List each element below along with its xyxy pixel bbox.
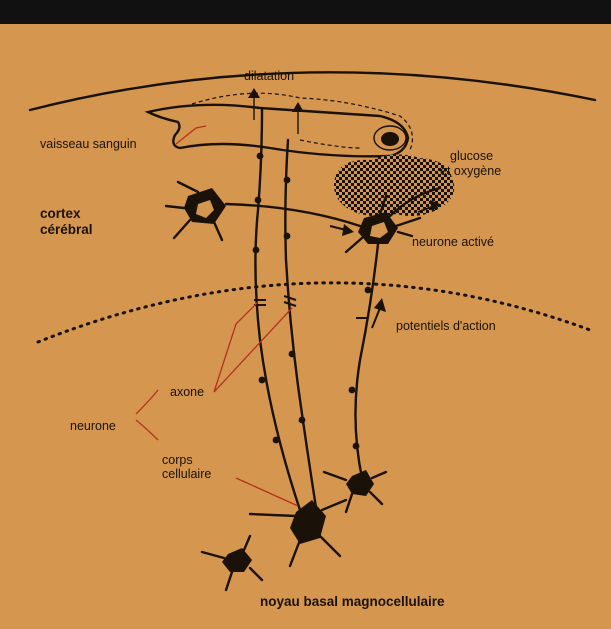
cortical-neuron-left: [166, 182, 226, 240]
cortex-boundary-dotted: [38, 283, 590, 342]
basal-neuron-large: [250, 500, 346, 566]
label-cortex: cortex: [40, 206, 81, 221]
label-axone: axone: [170, 385, 204, 399]
blood-vessel: [148, 105, 408, 157]
leader-lines: [136, 126, 298, 506]
horizontal-axon: [226, 204, 360, 226]
label-glucose: glucose: [450, 149, 493, 163]
label-neurone: neurone: [70, 419, 116, 433]
action-potential-ticks: [254, 296, 368, 318]
dilatation-outline-lower: [300, 140, 360, 148]
basal-neuron-small: [202, 536, 262, 590]
label-noyau: noyau basal magnocellulaire: [260, 594, 445, 609]
label-cellulaire: cellulaire: [162, 467, 211, 481]
axon-right: [355, 244, 378, 478]
label-dilatation: dilatation: [244, 69, 294, 83]
axon-left: [255, 110, 300, 510]
dilatation-outline: [192, 93, 412, 150]
brain-surface-curve: [30, 72, 595, 110]
vessel-lumen: [381, 132, 399, 146]
label-corps: corps: [162, 453, 193, 467]
label-vaisseau: vaisseau sanguin: [40, 137, 137, 151]
label-neurone-active: neurone activé: [412, 235, 494, 249]
dilatation-arrows: [248, 88, 304, 134]
label-oxygene: et oxygène: [440, 164, 501, 178]
label-cerebral: cérébral: [40, 222, 93, 237]
label-potentiels: potentiels d'action: [396, 319, 496, 333]
axon-middle: [285, 140, 318, 520]
